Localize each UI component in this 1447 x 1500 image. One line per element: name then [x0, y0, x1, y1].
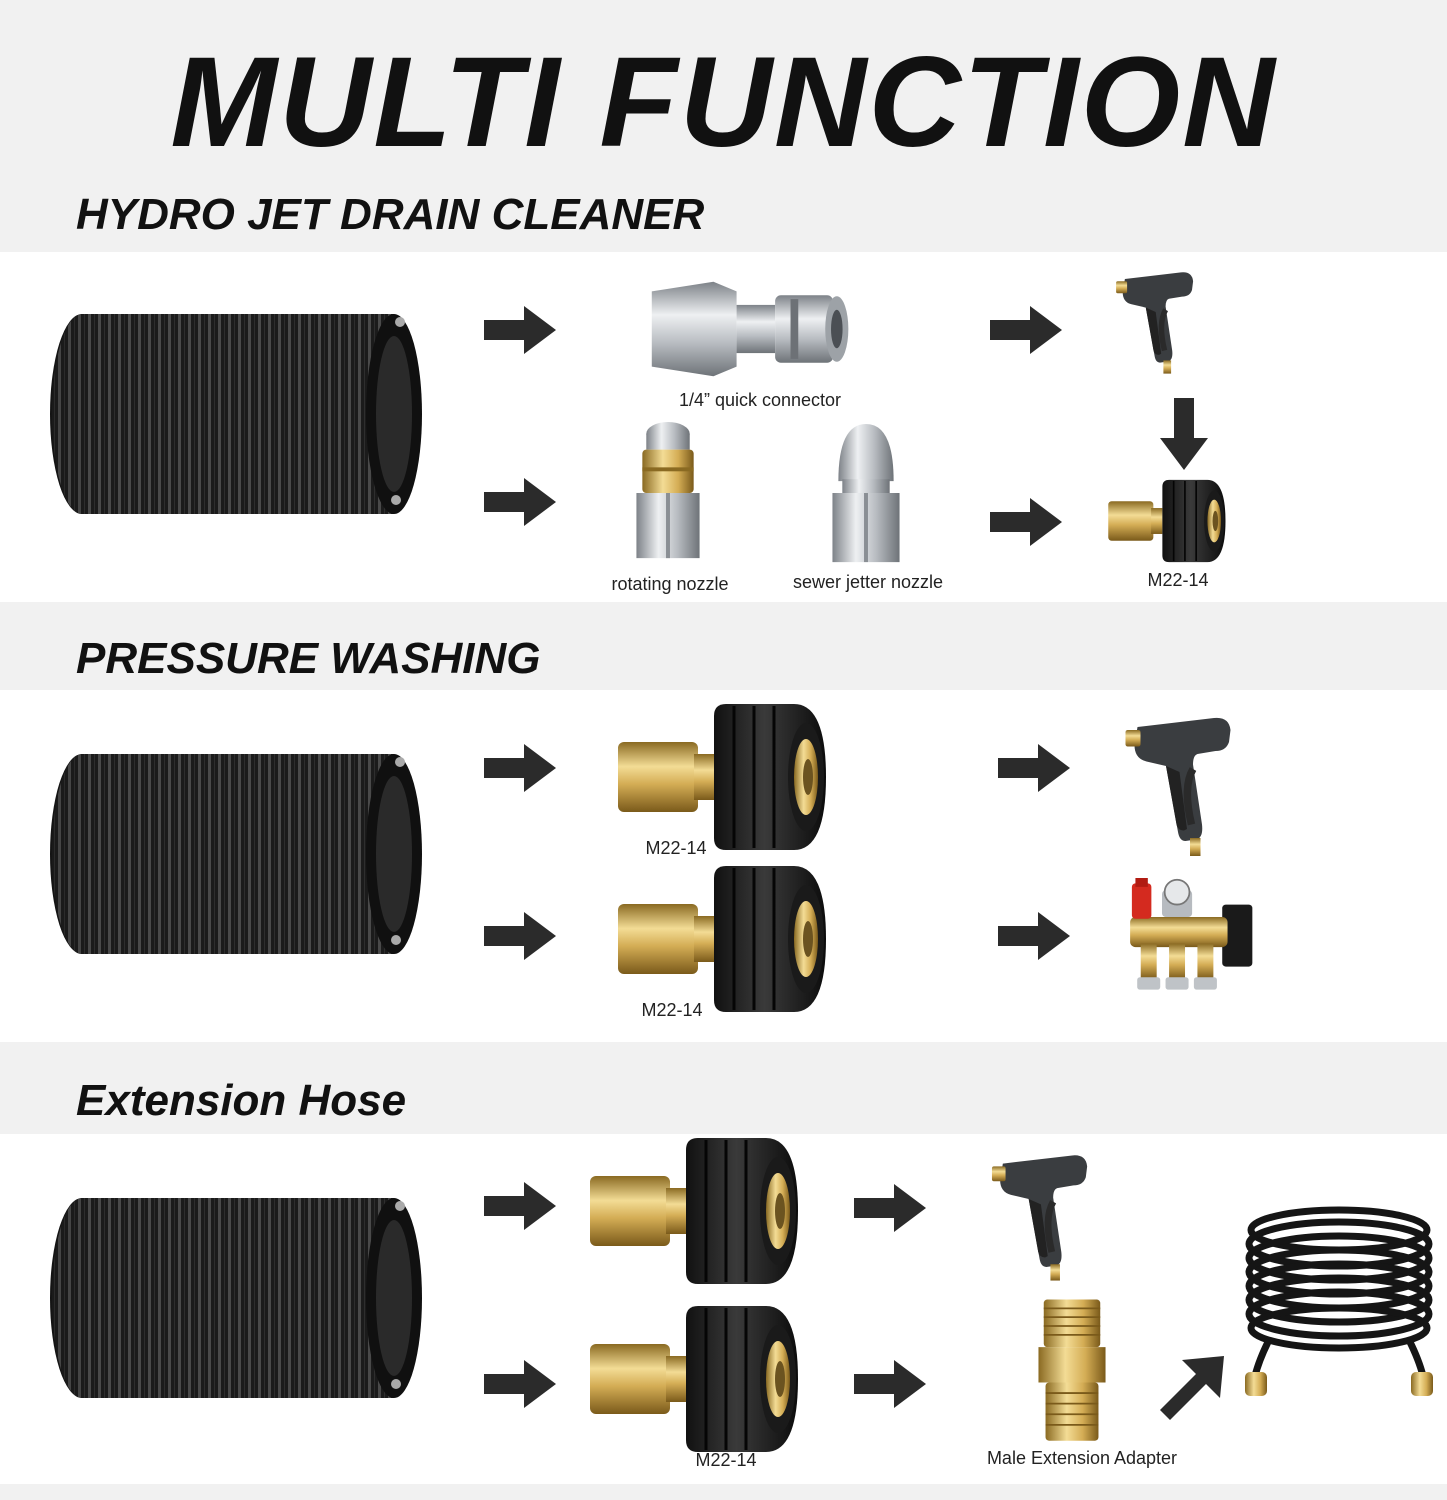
label-m22: M22-14 [695, 1450, 757, 1470]
spray-gun-icon [970, 1150, 1120, 1286]
label-m22-bottom: M22-14 [641, 1000, 703, 1020]
arrow-right-icon [484, 744, 556, 792]
label-male-adapter: Male Extension Adapter [986, 1448, 1178, 1468]
m22-adapter-icon [586, 1136, 806, 1286]
arrow-right-icon [484, 1182, 556, 1230]
m22-adapter-icon [614, 702, 834, 852]
arrow-right-icon [854, 1360, 926, 1408]
arrow-right-icon [484, 912, 556, 960]
label-m22-top: M22-14 [645, 838, 707, 858]
hose-coil-icon [42, 1188, 422, 1408]
arrow-right-icon [484, 478, 556, 526]
arrow-down-icon [1160, 398, 1208, 470]
sewer-nozzle-icon [826, 420, 906, 568]
extension-hose-icon [1236, 1200, 1442, 1400]
hose-coil-icon [42, 744, 422, 964]
hose-coil-icon [42, 304, 422, 524]
label-rotating-nozzle: rotating nozzle [611, 574, 729, 594]
m22-adapter-icon [1106, 478, 1230, 564]
arrow-up-right-icon [1160, 1356, 1224, 1420]
arrow-right-icon [484, 306, 556, 354]
section-title-extension: Extension Hose [76, 1076, 407, 1125]
label-quick-connector: 1/4” quick connector [678, 390, 842, 410]
m22-adapter-icon [586, 1304, 806, 1454]
arrow-right-icon [854, 1184, 926, 1232]
section-title-pressure: PRESSURE WASHING [76, 634, 541, 683]
section-title-hydro: HYDRO JET DRAIN CLEANER [76, 190, 705, 239]
arrow-right-icon [998, 744, 1070, 792]
label-sewer-nozzle: sewer jetter nozzle [792, 572, 944, 592]
arrow-right-icon [998, 912, 1070, 960]
quick-connector-icon [646, 276, 858, 382]
m22-adapter-icon [614, 864, 834, 1014]
page-title: MULTI FUNCTION [170, 31, 1277, 174]
rotating-nozzle-icon [628, 420, 708, 568]
label-m22: M22-14 [1147, 570, 1209, 590]
arrow-right-icon [990, 306, 1062, 354]
spray-gun-icon [1104, 712, 1264, 862]
male-adapter-icon [1032, 1296, 1112, 1446]
pump-icon [1118, 878, 1268, 1002]
arrow-right-icon [990, 498, 1062, 546]
arrow-right-icon [484, 1360, 556, 1408]
spray-gun-icon [1094, 268, 1224, 378]
